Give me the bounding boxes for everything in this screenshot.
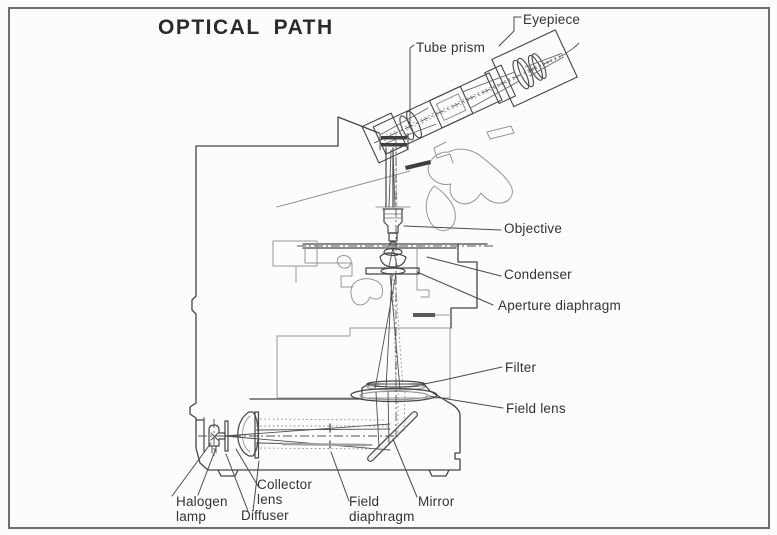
leader-halogen-lamp <box>171 442 217 497</box>
figure-border <box>8 7 770 529</box>
prism-mount <box>379 133 409 150</box>
figure-title: OPTICAL PATH <box>158 16 334 39</box>
leader-condenser <box>426 256 502 277</box>
mirror-element <box>367 411 418 462</box>
label-halogen-lamp: Halogen lamp <box>176 494 228 525</box>
leader-field-diaphragm <box>330 451 350 502</box>
label-condenser: Condenser <box>504 267 572 282</box>
arm-hatch-bar <box>405 160 431 170</box>
halogen-lamp-element <box>195 417 226 454</box>
label-leader-lines <box>171 16 522 512</box>
optical-axis-lines <box>198 140 495 456</box>
microscope-body-outline <box>189 116 488 477</box>
label-tube-prism: Tube prism <box>416 40 486 55</box>
light-ray-thick <box>281 442 367 447</box>
label-field-diaphragm: Field diaphragm <box>349 494 415 525</box>
leader-filter <box>423 366 503 385</box>
leader-eyepiece <box>498 16 522 47</box>
label-mirror: Mirror <box>418 494 455 509</box>
label-collector-lens: Collector lens <box>257 477 313 508</box>
leader-tube-prism <box>409 44 415 129</box>
leader-mirror <box>392 438 418 498</box>
body-interior-detail <box>272 125 515 399</box>
tube-prism-block <box>428 85 474 129</box>
label-aperture-diaphragm: Aperture diaphragm <box>498 298 621 313</box>
leader-field-lens <box>428 395 504 409</box>
head-optical-axis <box>373 53 567 144</box>
field-lens-element <box>350 387 438 403</box>
leader-collector-lens <box>235 448 259 487</box>
stage-bracket-bar <box>413 313 435 317</box>
aperture-diaphragm-element <box>365 267 420 275</box>
leader-diffuser <box>225 453 260 512</box>
optical-elements <box>195 147 438 462</box>
label-objective: Objective <box>504 221 563 236</box>
label-eyepiece: Eyepiece <box>523 12 581 27</box>
light-rays-solid <box>223 149 401 451</box>
label-filter: Filter <box>505 360 537 375</box>
label-field-lens: Field lens <box>506 401 566 416</box>
label-diffuser: Diffuser <box>241 508 289 523</box>
leader-aperture-diaphragm <box>416 271 494 306</box>
leader-objective <box>403 225 502 231</box>
objective-lens <box>382 208 404 247</box>
light-rays-dotted <box>255 149 406 450</box>
binocular-head <box>361 29 578 164</box>
exit-axis-line <box>565 42 580 54</box>
